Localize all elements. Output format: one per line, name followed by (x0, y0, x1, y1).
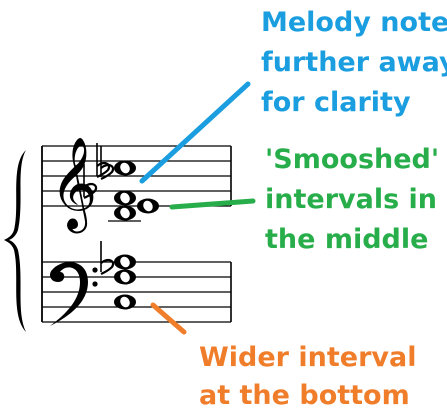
flat-sign-icon (100, 146, 115, 180)
annotation-line: the middle (265, 224, 428, 255)
melody-annotation: Melody note further away for clarity (261, 7, 447, 118)
middle-annotation: 'Smooshed' intervals in the middle (265, 144, 439, 255)
bottom-pointer-line (150, 302, 187, 335)
whole-note-icon (137, 198, 159, 214)
melody-pointer-line (139, 81, 251, 184)
annotation-line: at the bottom (199, 380, 410, 411)
annotation-line: intervals in (265, 184, 437, 215)
flat-sign-icon (96, 143, 111, 178)
bottom-annotation: Wider interval at the bottom (199, 342, 416, 411)
annotation-line: Wider interval (199, 342, 416, 373)
bass-chord (100, 241, 136, 310)
flat-sign-icon (100, 241, 115, 275)
treble-staff (42, 145, 231, 207)
annotation-line: Melody note (261, 7, 447, 38)
annotation-line: 'Smooshed' (265, 144, 439, 175)
annotation-line: for clarity (261, 87, 411, 118)
bass-clef-icon (50, 262, 98, 326)
middle-pointer-line (169, 198, 256, 210)
whole-note-icon (114, 269, 136, 285)
flat-sign-icon (83, 164, 98, 199)
whole-note-icon (114, 254, 136, 270)
whole-note-icon (114, 294, 136, 310)
whole-note-icon (114, 205, 136, 221)
whole-note-icon (114, 190, 136, 206)
annotation-line: further away (261, 47, 447, 78)
key-signature-treble (83, 143, 111, 199)
whole-note-icon (114, 160, 136, 176)
grand-staff-brace-icon (4, 150, 26, 332)
treble-chord (100, 146, 159, 222)
